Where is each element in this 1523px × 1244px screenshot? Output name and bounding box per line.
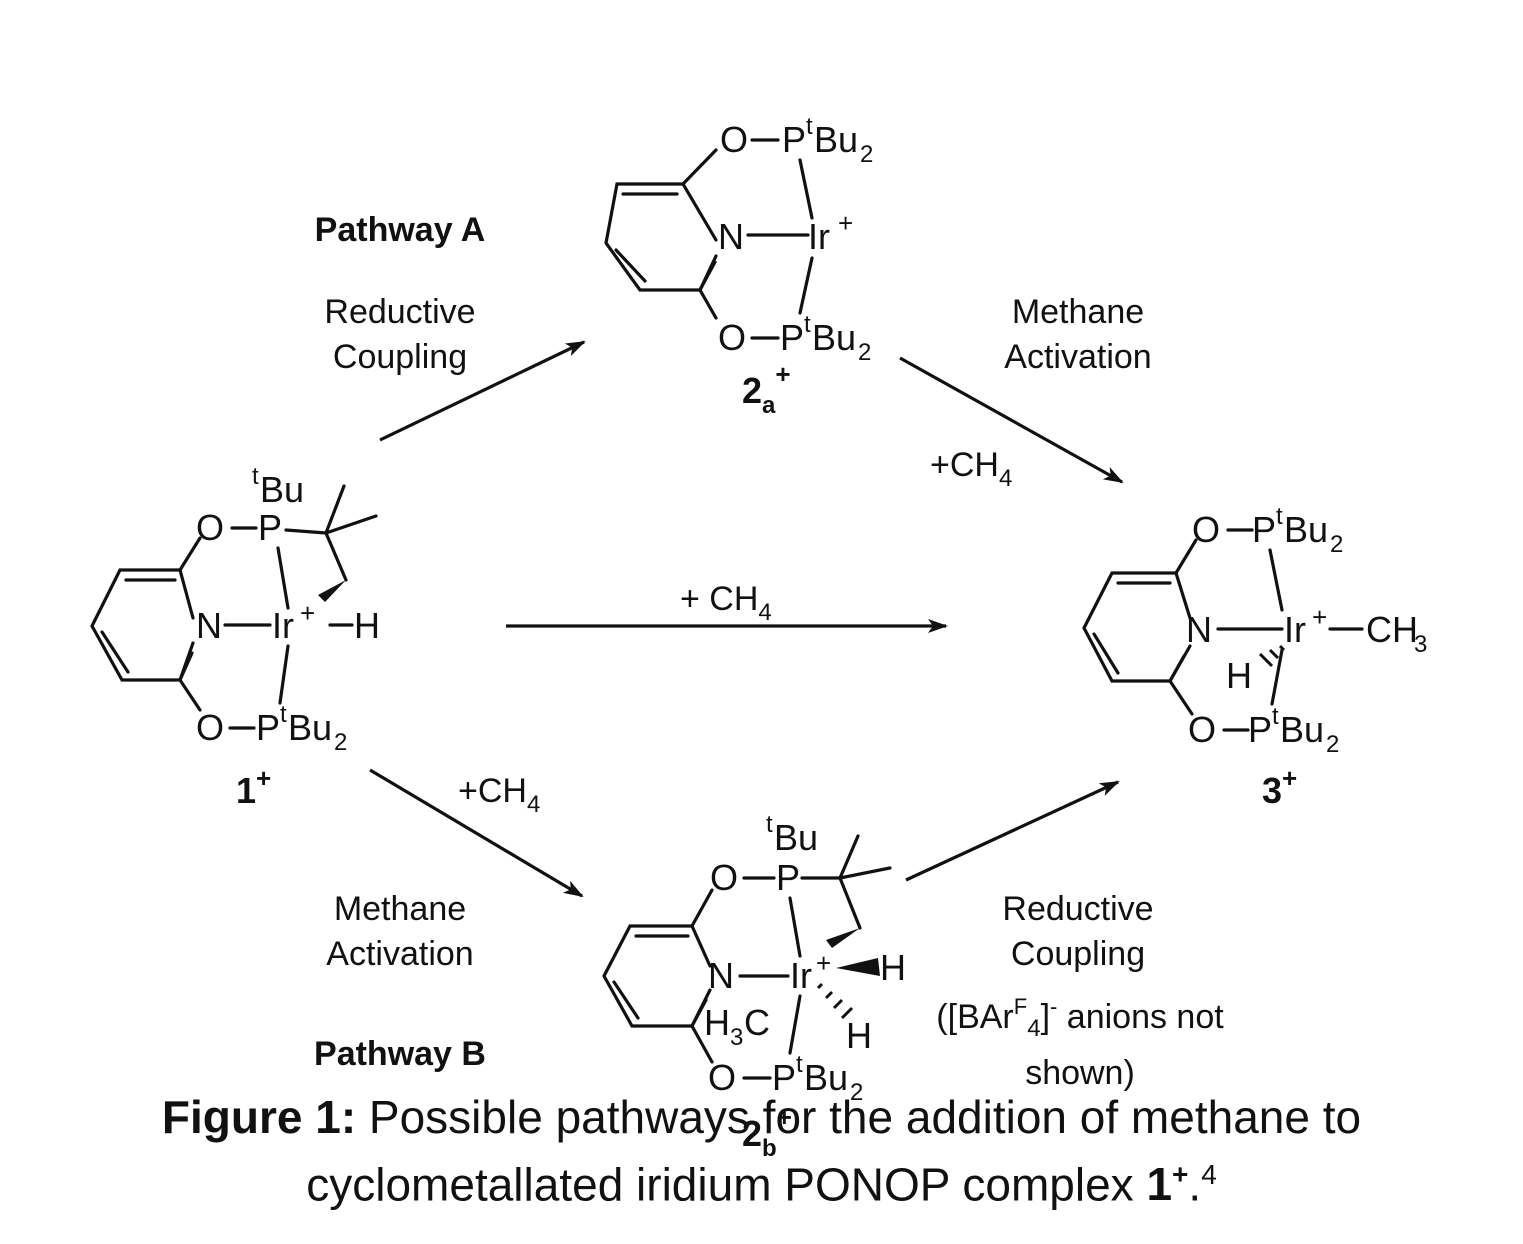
tBu-superscript: t xyxy=(280,701,287,728)
compound-3-label: 3+ xyxy=(1262,763,1297,811)
caption-text-1: Possible pathways for the addition of me… xyxy=(356,1091,1362,1143)
subscript-2: 2 xyxy=(858,339,871,366)
atom-P: P xyxy=(782,119,806,160)
atom-H: H xyxy=(354,605,380,646)
tBu-superscript: t xyxy=(1272,703,1279,730)
compound-1-label: 1+ xyxy=(236,763,271,811)
atom-O: O xyxy=(708,1057,736,1098)
atom-Bu: Bu xyxy=(1280,709,1324,750)
atom-O: O xyxy=(1192,509,1220,550)
arrow-a2-label-line2: Activation xyxy=(1004,338,1151,376)
atom-H: H xyxy=(704,1002,730,1043)
arrow-b2-label-line2: Coupling xyxy=(1011,935,1145,973)
atom-H: H xyxy=(1226,655,1252,696)
atom-Bu: Bu xyxy=(774,817,818,858)
subscript-2: 2 xyxy=(1330,531,1343,558)
atom-P: P xyxy=(776,857,800,898)
atom-Bu: Bu xyxy=(1284,509,1328,550)
subscript-3: 3 xyxy=(730,1024,743,1051)
atom-N: N xyxy=(708,955,734,996)
charge-plus: + xyxy=(816,948,831,978)
atom-P: P xyxy=(772,1057,796,1098)
compound-3-structure: O P t Bu 2 N Ir + CH 3 H O P t Bu 2 xyxy=(1082,503,1427,758)
charge-plus: + xyxy=(1312,602,1327,632)
compound-2b-structure: O P t Bu N Ir + H H 3 C H O P t Bu 2 xyxy=(602,811,906,1106)
atom-Ir: Ir xyxy=(272,605,294,646)
compound-1-structure: O P t Bu N Ir + H O P t Bu 2 xyxy=(90,463,380,756)
atom-Ir: Ir xyxy=(1284,609,1306,650)
arrow-b2-label-line1: Reductive xyxy=(1002,890,1153,928)
atom-H: H xyxy=(846,1015,872,1056)
arrow-a1-label-line1: Reductive xyxy=(324,293,475,331)
compound-2b-label: 2b+ xyxy=(742,1102,792,1162)
arrow-direct-reagent: + CH4 xyxy=(680,580,772,626)
arrow-b1-reagent: +CH4 xyxy=(458,772,540,818)
atom-P: P xyxy=(258,507,282,548)
counterion-note-line2: shown) xyxy=(1025,1054,1135,1092)
pathway-a-title: Pathway A xyxy=(315,211,486,249)
arrow-b1-label-line1: Methane xyxy=(334,890,466,928)
atom-O: O xyxy=(710,857,738,898)
atom-N: N xyxy=(196,605,222,646)
atom-O: O xyxy=(718,317,746,358)
tBu-superscript: t xyxy=(252,463,259,490)
atom-O: O xyxy=(196,507,224,548)
arrow-1-to-2a xyxy=(379,340,586,442)
caption-period: . xyxy=(1188,1158,1202,1211)
atom-N: N xyxy=(1186,609,1212,650)
tBu-superscript: t xyxy=(1276,503,1283,530)
arrow-1-to-2b xyxy=(369,768,584,898)
caption-text-2: cyclometallated iridium PONOP complex xyxy=(306,1158,1147,1211)
caption-citation: 4 xyxy=(1201,1159,1217,1190)
arrow-2b-to-3 xyxy=(905,780,1120,882)
figure-caption: Figure 1: Possible pathways for the addi… xyxy=(0,1088,1523,1213)
subscript-2: 2 xyxy=(334,729,347,756)
atom-C: CH xyxy=(1366,609,1418,650)
arrow-a2-reagent: +CH4 xyxy=(930,446,1012,492)
atom-Bu: Bu xyxy=(804,1057,848,1098)
arrow-a1-label-line2: Coupling xyxy=(333,338,467,376)
compound-2a-structure: O P t Bu 2 N Ir + O P t Bu 2 xyxy=(604,113,873,366)
caption-line-2: cyclometallated iridium PONOP complex 1+… xyxy=(0,1146,1523,1213)
atom-O: O xyxy=(720,119,748,160)
arrow-2a-to-3 xyxy=(899,356,1124,484)
subscript-2: 2 xyxy=(1326,731,1339,758)
atom-O: O xyxy=(196,707,224,748)
atom-O: O xyxy=(1188,709,1216,750)
atom-Bu: Bu xyxy=(812,317,856,358)
counterion-note-line1: ([BArF4]- anions not xyxy=(936,994,1224,1042)
atom-P: P xyxy=(1248,709,1272,750)
atom-P: P xyxy=(256,707,280,748)
caption-label: Figure 1: xyxy=(161,1091,357,1143)
charge-plus: + xyxy=(300,598,315,628)
arrow-a2-label-line1: Methane xyxy=(1012,293,1144,331)
atom-N: N xyxy=(718,216,744,257)
atom-P: P xyxy=(780,317,804,358)
subscript-2: 2 xyxy=(860,141,873,168)
subscript-3: 3 xyxy=(1414,631,1427,658)
tBu-superscript: t xyxy=(806,113,813,140)
caption-compound-ref: 1+ xyxy=(1146,1158,1189,1211)
atom-H: H xyxy=(880,947,906,988)
tBu-superscript: t xyxy=(796,1051,803,1078)
caption-line-1: Figure 1: Possible pathways for the addi… xyxy=(0,1088,1523,1146)
atom-P: P xyxy=(1252,509,1276,550)
charge-plus: + xyxy=(838,208,853,238)
atom-Bu: Bu xyxy=(814,119,858,160)
tBu-superscript: t xyxy=(804,311,811,338)
atom-Bu: Bu xyxy=(260,469,304,510)
subscript-2: 2 xyxy=(850,1079,863,1106)
pathway-b-title: Pathway B xyxy=(314,1035,486,1073)
atom-Bu: Bu xyxy=(288,707,332,748)
atom-Ir: Ir xyxy=(790,955,812,996)
atom-C: C xyxy=(744,1002,770,1043)
atom-Ir: Ir xyxy=(808,216,830,257)
arrow-b1-label-line2: Activation xyxy=(326,935,473,973)
compound-2a-label: 2a+ xyxy=(742,359,791,419)
tBu-superscript: t xyxy=(766,811,773,838)
